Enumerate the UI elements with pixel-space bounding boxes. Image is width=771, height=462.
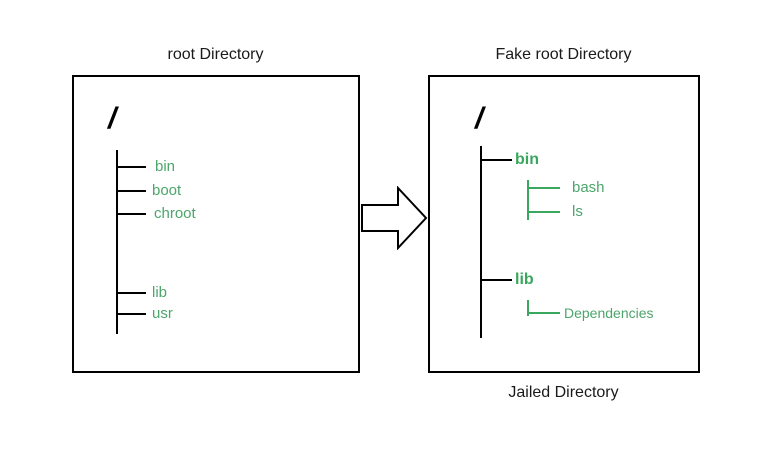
lib-children-trunk-line: [527, 300, 529, 316]
tree-item-label: chroot: [154, 205, 196, 222]
right-panel-title: Fake root Directory: [495, 46, 632, 63]
branch-line: [528, 187, 560, 189]
jailed-directory-caption: Jailed Directory: [508, 384, 619, 401]
right-root-slash-label: /: [475, 102, 484, 135]
tree-item-label: bin: [515, 151, 539, 168]
fake-root-directory-box: [428, 75, 700, 373]
branch-line: [117, 166, 146, 168]
tree-item-label: Dependencies: [564, 305, 654, 321]
tree-item-label: ls: [572, 203, 583, 220]
tree-item-label: bash: [572, 179, 605, 196]
left-panel-title: root Directory: [167, 46, 264, 63]
tree-item-label: lib: [515, 271, 534, 288]
branch-line: [481, 279, 512, 281]
left-tree-trunk-line: [116, 150, 118, 334]
branch-line: [481, 159, 512, 161]
branch-line: [117, 190, 146, 192]
tree-item-label: usr: [152, 305, 173, 322]
left-root-slash-label: /: [108, 102, 117, 135]
right-tree-trunk-line: [480, 146, 482, 338]
bin-children-trunk-line: [527, 180, 529, 220]
branch-line: [528, 211, 560, 213]
branch-line: [117, 213, 146, 215]
tree-item-label: bin: [155, 158, 176, 175]
root-directory-box: [72, 75, 360, 373]
branch-line: [117, 292, 146, 294]
branch-line: [117, 313, 146, 315]
tree-item-label: lib: [152, 284, 168, 301]
right-block-arrow-icon: [361, 186, 428, 250]
tree-item-label: boot: [152, 182, 182, 199]
branch-line: [528, 312, 560, 314]
